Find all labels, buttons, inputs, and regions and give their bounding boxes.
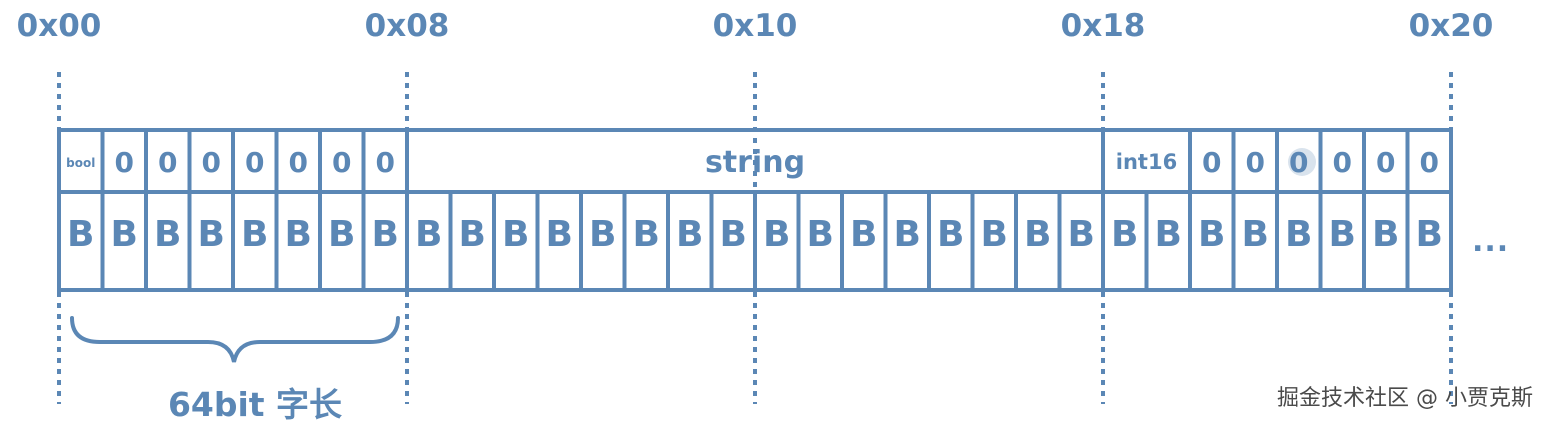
word-brace bbox=[70, 316, 400, 363]
byte-cell-label: B bbox=[1111, 214, 1139, 255]
padding-byte: 0 bbox=[1245, 146, 1265, 180]
byte-cell-label: B bbox=[67, 214, 95, 255]
offset-label-0x08: 0x08 bbox=[364, 8, 450, 44]
byte-cell-label: B bbox=[763, 214, 791, 255]
word-size-label: 64bit 字长 bbox=[167, 385, 343, 424]
type-cells bbox=[100, 130, 1410, 192]
offset-label-0x20: 0x20 bbox=[1408, 8, 1494, 44]
byte-cell-label: B bbox=[806, 214, 834, 255]
byte-cell-label: B bbox=[328, 214, 356, 255]
padding-byte: 0 bbox=[1376, 146, 1396, 180]
padding-byte: 0 bbox=[375, 146, 395, 180]
byte-cell-label: B bbox=[1241, 214, 1269, 255]
byte-cell-label: B bbox=[937, 214, 965, 255]
padding-byte: 0 bbox=[114, 146, 134, 180]
byte-cell-label: B bbox=[632, 214, 660, 255]
byte-cell-label: B bbox=[676, 214, 704, 255]
int16-cell: int16 bbox=[1115, 150, 1178, 175]
padding-byte: 0 bbox=[288, 146, 308, 180]
more-bytes-ellipsis: ... bbox=[1472, 224, 1510, 259]
padding-byte: 0 bbox=[158, 146, 178, 180]
padding-byte: 0 bbox=[332, 146, 352, 180]
byte-cell-label: B bbox=[1198, 214, 1226, 255]
byte-cell-label: B bbox=[458, 214, 486, 255]
cursor-highlight bbox=[1288, 148, 1316, 176]
byte-cells bbox=[100, 192, 1410, 290]
byte-cell-label: B bbox=[154, 214, 182, 255]
byte-cell-label: B bbox=[284, 214, 312, 255]
byte-cell-label: B bbox=[1067, 214, 1095, 255]
byte-cell-label: B bbox=[893, 214, 921, 255]
byte-cell-label: B bbox=[1328, 214, 1356, 255]
string-cell: string bbox=[704, 145, 806, 180]
byte-cell-label: B bbox=[241, 214, 269, 255]
byte-cell-label: B bbox=[197, 214, 225, 255]
byte-cell-label: B bbox=[371, 214, 399, 255]
padding-byte: 0 bbox=[1202, 146, 1222, 180]
byte-cell-label: B bbox=[502, 214, 530, 255]
byte-cell-label: B bbox=[1024, 214, 1052, 255]
padding-byte: 0 bbox=[1419, 146, 1439, 180]
byte-cell-label: B bbox=[1285, 214, 1313, 255]
byte-cell-label: B bbox=[1415, 214, 1443, 255]
byte-cell-label: B bbox=[415, 214, 443, 255]
watermark: 掘金技术社区 @ 小贾克斯 bbox=[1277, 386, 1533, 411]
offset-label-0x00: 0x00 bbox=[16, 8, 102, 44]
byte-cell-label: B bbox=[589, 214, 617, 255]
padding-byte: 0 bbox=[1289, 146, 1309, 180]
byte-cell-label: B bbox=[110, 214, 138, 255]
byte-cell-label: B bbox=[545, 214, 573, 255]
byte-cell-label: B bbox=[850, 214, 878, 255]
byte-cell-label: B bbox=[1154, 214, 1182, 255]
byte-cell-label: B bbox=[980, 214, 1008, 255]
padding-byte: 0 bbox=[245, 146, 265, 180]
padding-byte: 0 bbox=[1332, 146, 1352, 180]
byte-cell-label: B bbox=[719, 214, 747, 255]
byte-cell-label: B bbox=[1372, 214, 1400, 255]
padding-byte: 0 bbox=[201, 146, 221, 180]
offset-label-0x18: 0x18 bbox=[1060, 8, 1146, 44]
bool-cell: bool bbox=[66, 155, 96, 170]
offset-label-0x10: 0x10 bbox=[712, 8, 798, 44]
